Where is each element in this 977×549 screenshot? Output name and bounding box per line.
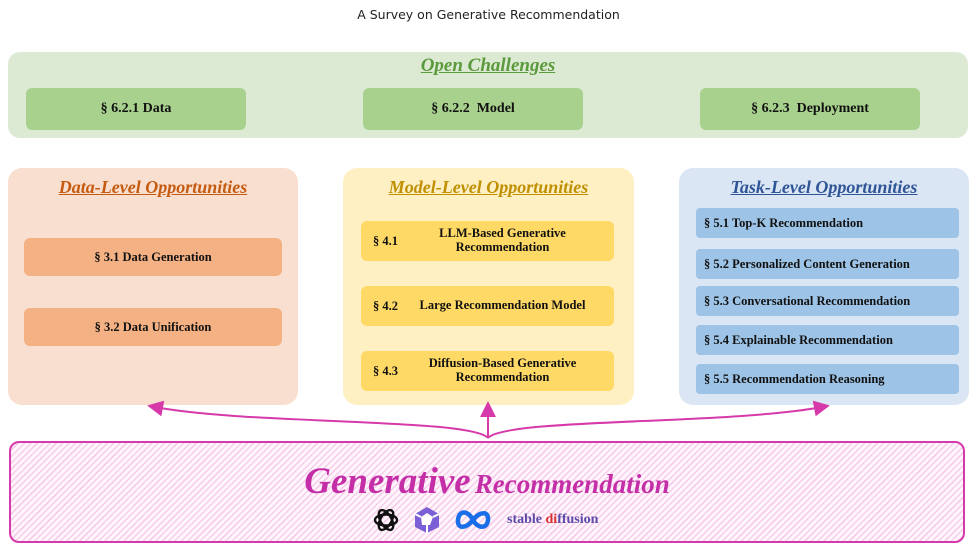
model-box-section: § 4.1 [373,233,398,248]
model-logos: stable diffusion [371,505,598,535]
banner-title: Generative Recommendation [11,460,963,503]
challenge-data-box: § 6.2.1 Data [26,88,246,130]
model-box-llm: § 4.1 LLM-Based Generative Recommendatio… [361,221,614,261]
model-box-diffusion: § 4.3 Diffusion-Based Generative Recomme… [361,351,614,391]
open-challenges-title: Open Challenges [420,55,556,76]
task-explainable-box: § 5.4 Explainable Recommendation [696,325,959,355]
task-conversational-box: § 5.3 Conversational Recommendation [696,286,959,316]
data-level-title: Data-Level Opportunities [58,177,248,197]
sd-label-post: ffusion [557,512,599,527]
meta-logo-icon [453,508,493,532]
task-level-title: Task-Level Opportunities [730,177,918,197]
challenge-deployment-box: § 6.2.3 Deployment [700,88,920,130]
model-box-section: § 4.2 [373,298,398,313]
model-level-panel: Model-Level Opportunities § 4.1 LLM-Base… [343,168,634,405]
model-box-section: § 4.3 [373,363,398,378]
model-box-large-rec: § 4.2 Large Recommendation Model [361,286,614,326]
open-challenges-panel: Open Challenges § 6.2.1 Data § 6.2.2 Mod… [8,52,968,138]
data-level-panel: Data-Level Opportunities § 3.1 Data Gene… [8,168,298,405]
model-box-label: Diffusion-Based Generative Recommendatio… [428,356,577,384]
task-personalized-box: § 5.2 Personalized Content Generation [696,249,959,279]
banner-title-sub: Recommendation [474,469,670,499]
model-box-label: LLM-Based Generative Recommendation [439,226,566,254]
model-level-title: Model-Level Opportunities [388,177,589,197]
task-level-panel: Task-Level Opportunities § 5.1 Top-K Rec… [679,168,969,405]
data-generation-box: § 3.1 Data Generation [24,238,282,276]
model-box-label: Large Recommendation Model [419,298,586,313]
sd-label-accent: di [545,512,558,527]
openai-logo-icon [371,505,401,535]
qwen-logo-icon [411,505,443,535]
stable-diffusion-logo: stable diffusion [507,512,598,528]
page-title: A Survey on Generative Recommendation [357,7,620,22]
arrow-to-data-level [147,400,489,439]
arrow-to-task-level [487,400,830,439]
banner-title-main: Generative [304,461,471,502]
data-unification-box: § 3.2 Data Unification [24,308,282,346]
challenge-model-box: § 6.2.2 Model [363,88,583,130]
sd-label-pre: stable [507,512,546,527]
task-reasoning-box: § 5.5 Recommendation Reasoning [696,364,959,394]
generative-recommendation-banner: Generative Recommendation s [9,441,965,543]
task-topk-box: § 5.1 Top-K Recommendation [696,208,959,238]
